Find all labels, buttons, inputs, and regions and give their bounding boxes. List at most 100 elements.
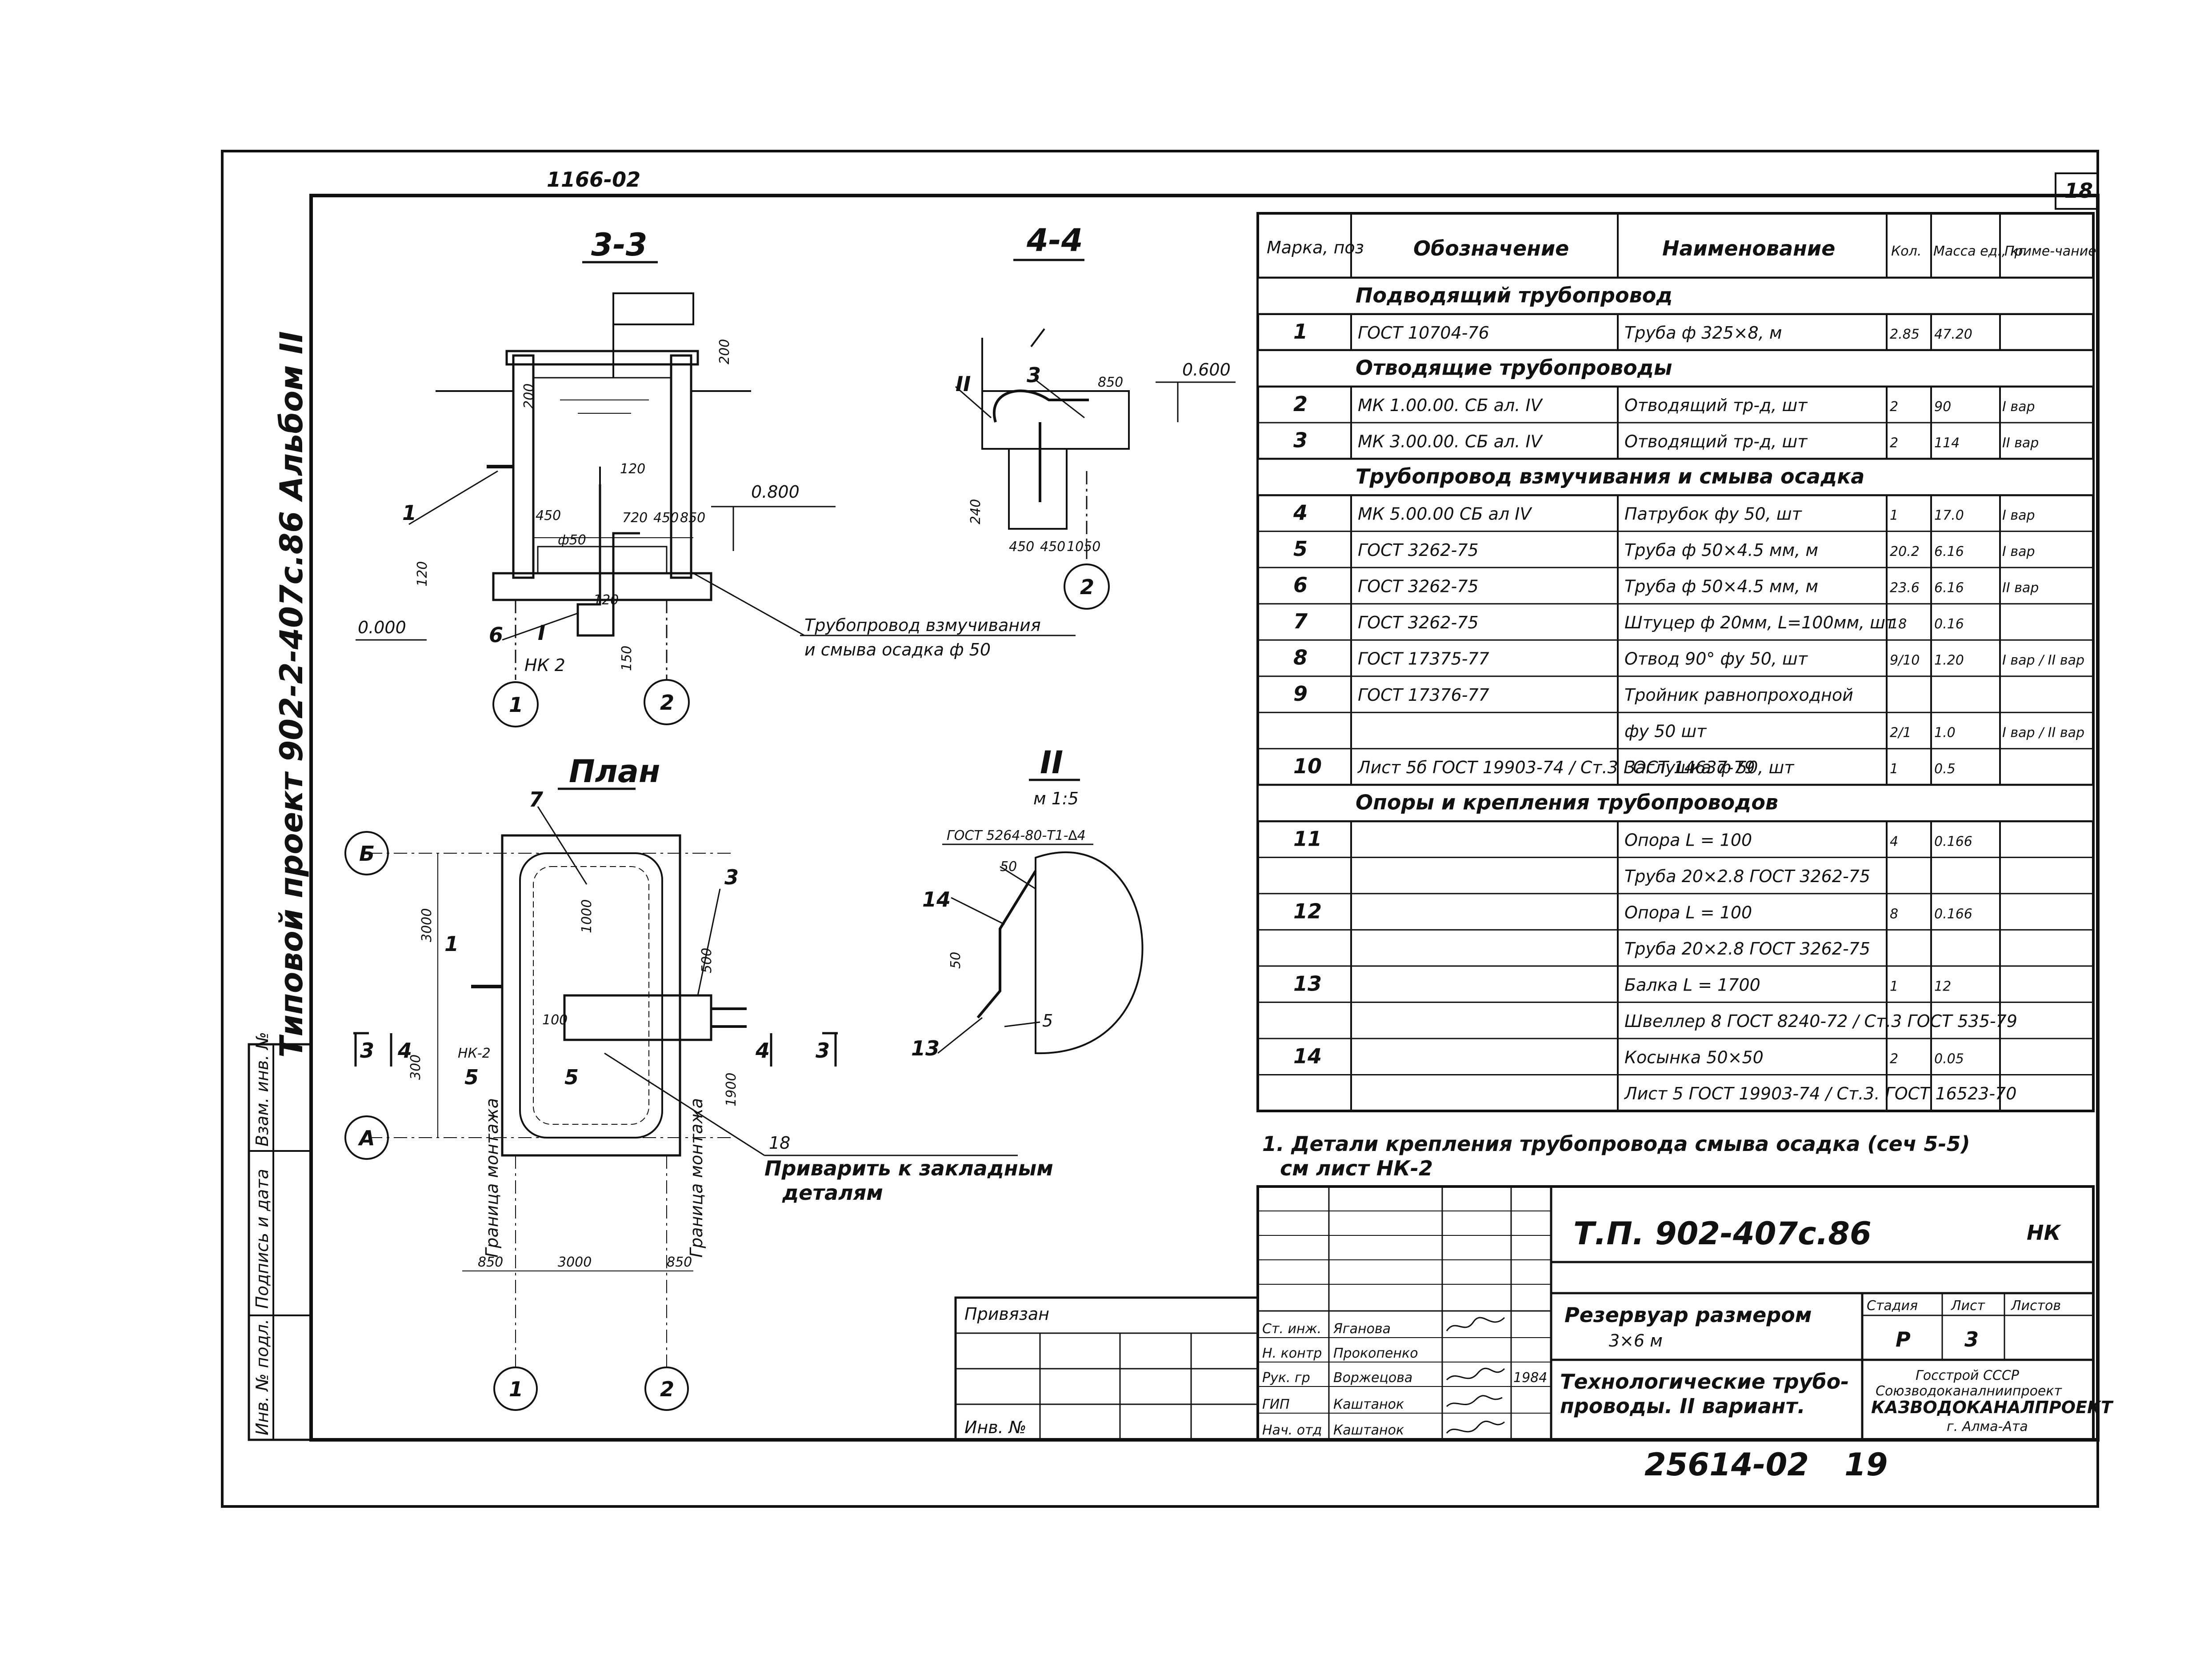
plan-dim-100: 100 [542, 1012, 568, 1028]
signature-2 [1446, 1367, 1505, 1381]
spec-cell-qty: 9/10 [1890, 653, 1920, 668]
content-line1: Технологические трубо- [1560, 1370, 1849, 1394]
left-stamp: Инв. № подл. Подпись и дата Взам. инв. № [248, 1032, 312, 1441]
spec-cell-designation: ГОСТ 3262-75 [1358, 613, 1479, 632]
spec-section-title: Отводящие трубопроводы [1356, 356, 1672, 380]
general-note-line1: 1. Детали крепления трубопровода смыва о… [1262, 1132, 1970, 1156]
stamp-inv-podl: Инв. № подл. [252, 1319, 272, 1435]
s44-dim-240: 240 [968, 499, 984, 524]
role-1-name: Прокопенко [1333, 1346, 1418, 1361]
spec-cell-note: I вар [2002, 508, 2035, 523]
spec-section-bg [1259, 459, 2092, 495]
spec-cell-name: Труба ф 50×4.5 мм, м [1624, 577, 1818, 596]
detail-II-callout-13: 13 [911, 1036, 940, 1060]
sheet-no-value: 3 [1964, 1327, 1979, 1351]
spec-cell-designation: Лист 5б ГОСТ 19903-74 / Ст.3 ГОСТ 14637-… [1357, 758, 1755, 777]
plan-axis-1: 1 [509, 1377, 523, 1401]
spec-cell-qty: 20.2 [1890, 544, 1920, 559]
spec-cell-name: Отводящий тр-д, шт [1624, 396, 1808, 415]
detail-II: II м 1:5 ГОСТ 5264-80-Т1-∆4 50 50 14 13 … [911, 744, 1144, 1060]
plan-secmark-3-left: 3 [360, 1039, 374, 1063]
spec-cell-mass: 0.166 [1934, 834, 1972, 849]
stage-label: Стадия [1867, 1298, 1918, 1314]
spec-cell-name: Лист 5 ГОСТ 19903-74 / Ст.3. ГОСТ 16523-… [1624, 1084, 2016, 1103]
s44-dim-450a: 450 [1009, 539, 1034, 555]
spec-cell-pos: 10 [1293, 754, 1322, 778]
spec-head-mass: Масса ед., кг [1933, 244, 2025, 259]
s33-dim-850: 850 [680, 510, 705, 526]
spec-head-note: Приме-чание [2004, 244, 2096, 259]
title-year: 1984 [1513, 1370, 1547, 1386]
plan: План Б А 1 2 3000 850 3000 850 1000 500 … [344, 753, 1053, 1411]
top-code: 1166-02 [547, 168, 640, 192]
role-0-name: Яганова [1333, 1321, 1391, 1337]
spec-cell-mass: 114 [1934, 435, 1960, 451]
signature-3 [1446, 1395, 1503, 1407]
tied-label: Привязан [964, 1304, 1049, 1324]
detail-II-dim-50b: 50 [948, 952, 964, 969]
s44-callout-3: 3 [1027, 363, 1041, 387]
project-code: Т.П. 902-407с.86 [1573, 1215, 1872, 1252]
title-block: Привязан Инв. № Ст. инж. Яганова Н. конт… [954, 1185, 2114, 1441]
spec-cell-mass: 1.20 [1934, 653, 1964, 668]
plan-title: План [569, 753, 660, 790]
spec-cell-note: II вар [2002, 580, 2039, 596]
spec-cell-qty: 2/1 [1890, 725, 1911, 741]
spec-cell-name: Труба 20×2.8 ГОСТ 3262-75 [1624, 867, 1870, 886]
spec-cell-name: Тройник равнопроходной [1624, 685, 1853, 705]
s33-dim-f50: ф50 [558, 532, 586, 548]
spec-head-qty: Кол. [1891, 244, 1921, 259]
spec-cell-name: Швеллер 8 ГОСТ 8240-72 / Ст.3 ГОСТ 535-7… [1624, 1011, 2017, 1031]
inv-label: Инв. № [964, 1418, 1026, 1437]
spec-cell-mass: 12 [1934, 979, 1951, 994]
plan-dim-3000-vert: 3000 [419, 908, 435, 942]
spec-head-pos: Марка, поз [1267, 238, 1364, 257]
spec-cell-qty: 18 [1890, 616, 1907, 632]
spec-cell-name: Штуцер ф 20мм, L=100мм, шт [1624, 613, 1896, 632]
spec-cell-designation: ГОСТ 10704-76 [1358, 323, 1489, 343]
spec-cell-note: I вар [2002, 399, 2035, 415]
role-0: Ст. инж. [1262, 1321, 1321, 1337]
signature-1 [1446, 1317, 1505, 1331]
spec-cell-pos: 12 [1293, 899, 1322, 923]
spec-section-bg [1259, 786, 2092, 820]
spec-cell-designation: ГОСТ 3262-75 [1358, 577, 1479, 596]
s44-dim-450b: 450 [1040, 539, 1065, 555]
plan-dim-3000-horz: 3000 [558, 1254, 592, 1270]
plan-callout-1: 1 [444, 932, 459, 956]
s33-dim-450a: 450 [536, 508, 561, 523]
s33-dim-200b: 200 [521, 384, 537, 409]
spec-cell-qty: 23.6 [1890, 580, 1920, 596]
spec-cell-mass: 1.0 [1934, 725, 1956, 741]
spec-cell-designation: МК 1.00.00. СБ ал. IV [1358, 396, 1544, 415]
spec-cell-mass: 0.5 [1934, 761, 1956, 777]
role-1: Н. контр [1262, 1346, 1322, 1361]
bottom-page: 19 [1844, 1446, 1888, 1483]
spec-cell-mass: 0.16 [1934, 616, 1964, 632]
spec-section-bg [1259, 279, 2092, 313]
spec-cell-qty: 2 [1890, 1051, 1898, 1067]
spec-cell-designation: МК 3.00.00. СБ ал. IV [1358, 432, 1544, 451]
detail-II-callout-5: 5 [1042, 1011, 1053, 1031]
spec-table: Марка, поз Обозначение Наименование Кол.… [1256, 212, 2096, 1112]
corner-page: 18 [2064, 179, 2093, 203]
s33-note-line1: Трубопровод взмучивания [804, 615, 1041, 635]
spec-section-title: Опоры и крепления трубопроводов [1356, 791, 1778, 815]
plan-weld-note-line1: Приварить к закладным [764, 1156, 1053, 1180]
detail-II-title: II [1040, 744, 1063, 781]
plan-axis-2: 2 [660, 1377, 674, 1401]
section-3-3-title: 3-3 [591, 227, 647, 263]
s33-axis-1: 1 [509, 693, 523, 717]
spec-cell-designation: МК 5.00.00 СБ ал IV [1358, 504, 1533, 524]
spec-cell-qty: 2 [1890, 399, 1898, 415]
album-side-text: Типовой проект 902-2-407с.86 Альбом II [273, 331, 310, 1058]
spec-cell-designation: ГОСТ 17376-77 [1358, 685, 1489, 705]
spec-cell-designation: ГОСТ 17375-77 [1358, 649, 1489, 669]
plan-secmark-4-left: 4 [397, 1039, 412, 1063]
plan-border-left: Граница монтажа [482, 1098, 502, 1258]
spec-cell-qty: 8 [1890, 906, 1898, 922]
plan-dim-1900: 1900 [724, 1073, 739, 1107]
plan-secmark-3-right: 3 [816, 1039, 830, 1063]
spec-cell-qty: 4 [1890, 834, 1898, 849]
